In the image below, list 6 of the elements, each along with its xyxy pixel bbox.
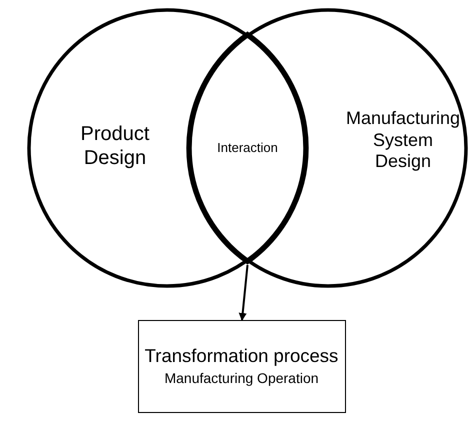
node-label: Transformation process — [144, 345, 340, 368]
overlap-label: Interaction — [216, 140, 279, 156]
node-label: Manufacturing System Design — [344, 108, 462, 173]
node-label: Product Design — [80, 122, 150, 170]
process-box — [138, 320, 346, 413]
node-sublabel: Manufacturing Operation — [163, 370, 320, 387]
